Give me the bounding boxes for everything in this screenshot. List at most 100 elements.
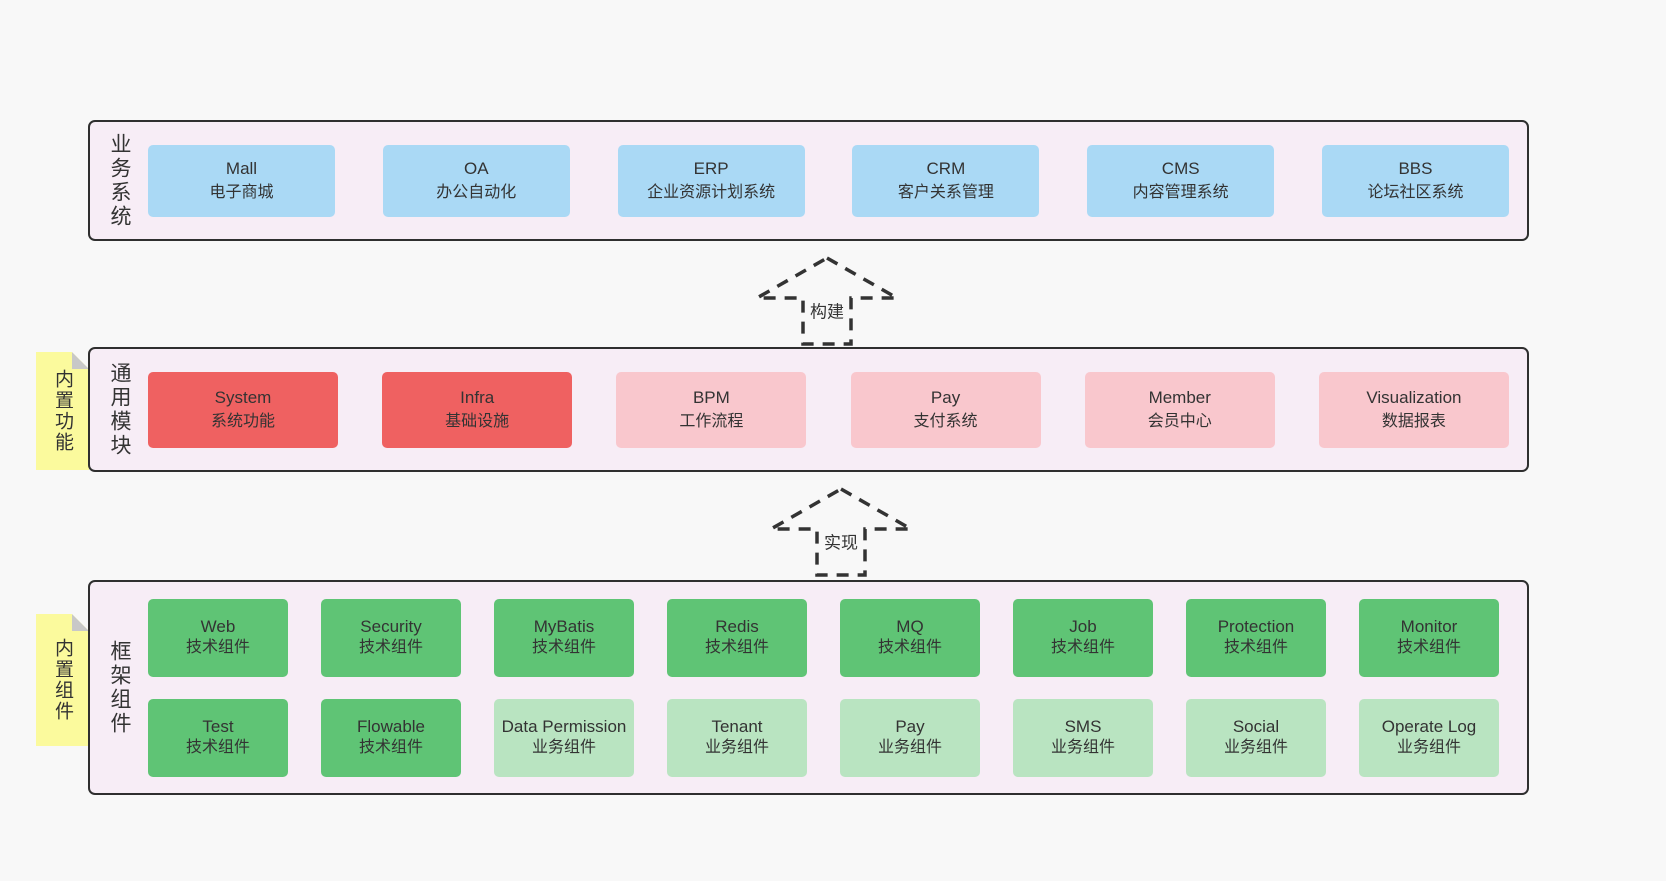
- box-tenant: Tenant 业务组件: [667, 698, 807, 777]
- box-data-permission: Data Permission 业务组件: [494, 698, 634, 777]
- sticky-note-builtin-features: 内置功能: [36, 352, 89, 470]
- layer-label-framework-components: 框架组件: [108, 639, 131, 736]
- box-subtitle: 业务组件: [531, 739, 596, 757]
- box-title: Data Permission: [501, 717, 627, 737]
- box-subtitle: 支付系统: [913, 413, 978, 431]
- note-fold-corner-icon: [72, 352, 89, 369]
- box-subtitle: 工作流程: [679, 413, 744, 431]
- box-subtitle: 技术组件: [531, 639, 596, 657]
- box-subtitle: 业务组件: [1223, 739, 1288, 757]
- box-infra: Infra 基础设施: [382, 371, 573, 448]
- box-title: Tenant: [711, 717, 763, 737]
- layer-label-business-systems: 业务系统: [108, 132, 131, 229]
- note-text: 内置功能: [52, 369, 73, 453]
- box-subtitle: 企业资源计划系统: [647, 184, 776, 202]
- box-visualization: Visualization 数据报表: [1318, 371, 1509, 448]
- arrow-implement: 实现: [766, 485, 916, 579]
- box-pay-module: Pay 支付系统: [850, 371, 1041, 448]
- box-title: MQ: [896, 617, 924, 637]
- box-title: MyBatis: [533, 617, 595, 637]
- box-title: Job: [1069, 617, 1097, 637]
- box-protection: Protection 技术组件: [1186, 598, 1326, 677]
- box-subtitle: 业务组件: [704, 739, 769, 757]
- box-title: System: [214, 387, 272, 407]
- box-flowable: Flowable 技术组件: [321, 698, 461, 777]
- box-title: CRM: [926, 158, 966, 178]
- framework-components-boxes: Web 技术组件 Security 技术组件 MyBatis 技术组件 Redi…: [148, 582, 1527, 793]
- box-subtitle: 系统功能: [210, 413, 275, 431]
- box-subtitle: 论坛社区系统: [1367, 184, 1464, 202]
- box-title: SMS: [1064, 717, 1102, 737]
- arrow-up-icon: [752, 255, 902, 346]
- box-redis: Redis 技术组件: [667, 598, 807, 677]
- arrow-build-label: 构建: [806, 296, 848, 324]
- box-oa: OA 办公自动化: [382, 144, 570, 217]
- box-title: Member: [1148, 387, 1211, 407]
- box-subtitle: 业务组件: [1396, 739, 1461, 757]
- box-title: BBS: [1398, 158, 1433, 178]
- box-bbs: BBS 论坛社区系统: [1321, 144, 1509, 217]
- business-systems-boxes: Mall 电子商城 OA 办公自动化 ERP 企业资源计划系统 CRM 客户关系…: [148, 122, 1527, 239]
- box-subtitle: 技术组件: [1396, 639, 1461, 657]
- box-title: Redis: [715, 617, 759, 637]
- box-title: Web: [200, 617, 236, 637]
- box-title: Social: [1232, 717, 1280, 737]
- box-crm: CRM 客户关系管理: [852, 144, 1040, 217]
- box-subtitle: 技术组件: [185, 739, 250, 757]
- box-web: Web 技术组件: [148, 598, 288, 677]
- box-subtitle: 业务组件: [877, 739, 942, 757]
- note-text: 内置组件: [52, 638, 73, 722]
- box-subtitle: 数据报表: [1381, 413, 1446, 431]
- box-subtitle: 技术组件: [877, 639, 942, 657]
- box-subtitle: 基础设施: [445, 413, 510, 431]
- box-subtitle: 技术组件: [358, 739, 423, 757]
- box-mq: MQ 技术组件: [840, 598, 980, 677]
- box-title: Operate Log: [1381, 717, 1477, 737]
- note-fold-corner-icon: [72, 614, 89, 631]
- box-bpm: BPM 工作流程: [616, 371, 807, 448]
- box-social: Social 业务组件: [1186, 698, 1326, 777]
- arrow-up-icon: [766, 486, 916, 577]
- box-job: Job 技术组件: [1013, 598, 1153, 677]
- box-subtitle: 技术组件: [358, 639, 423, 657]
- box-subtitle: 技术组件: [1223, 639, 1288, 657]
- box-operate-log: Operate Log 业务组件: [1359, 698, 1499, 777]
- box-title: Protection: [1217, 617, 1295, 637]
- box-subtitle: 会员中心: [1147, 413, 1212, 431]
- layer-common-modules: 通用模块 System 系统功能 Infra 基础设施 BPM 工作流程 Pay…: [88, 347, 1529, 472]
- box-monitor: Monitor 技术组件: [1359, 598, 1499, 677]
- box-subtitle: 办公自动化: [436, 184, 517, 202]
- arrow-implement-label: 实现: [820, 527, 862, 555]
- box-member: Member 会员中心: [1084, 371, 1275, 448]
- box-title: Monitor: [1400, 617, 1458, 637]
- box-subtitle: 技术组件: [704, 639, 769, 657]
- box-cms: CMS 内容管理系统: [1087, 144, 1275, 217]
- box-mybatis: MyBatis 技术组件: [494, 598, 634, 677]
- box-system: System 系统功能: [148, 371, 338, 448]
- box-pay-component: Pay 业务组件: [840, 698, 980, 777]
- arrow-build: 构建: [752, 254, 902, 348]
- box-title: OA: [464, 158, 489, 178]
- box-title: BPM: [692, 387, 730, 407]
- box-test: Test 技术组件: [148, 698, 288, 777]
- common-modules-boxes: System 系统功能 Infra 基础设施 BPM 工作流程 Pay 支付系统…: [148, 349, 1527, 470]
- box-security: Security 技术组件: [321, 598, 461, 677]
- box-title: Test: [202, 717, 234, 737]
- box-title: Infra: [460, 387, 495, 407]
- box-subtitle: 内容管理系统: [1132, 184, 1229, 202]
- box-subtitle: 技术组件: [185, 639, 250, 657]
- box-title: Security: [360, 617, 422, 637]
- box-title: CMS: [1161, 158, 1200, 178]
- box-mall: Mall 电子商城: [148, 144, 335, 217]
- layer-business-systems: 业务系统 Mall 电子商城 OA 办公自动化 ERP 企业资源计划系统 CRM…: [88, 120, 1529, 241]
- box-sms: SMS 业务组件: [1013, 698, 1153, 777]
- box-title: Pay: [930, 387, 961, 407]
- sticky-note-builtin-components: 内置组件: [36, 614, 89, 746]
- box-title: Flowable: [356, 717, 426, 737]
- box-title: Mall: [225, 158, 258, 178]
- box-subtitle: 客户关系管理: [897, 184, 994, 202]
- box-erp: ERP 企业资源计划系统: [617, 144, 805, 217]
- box-subtitle: 电子商城: [209, 184, 274, 202]
- layer-framework-components: 框架组件 Web 技术组件 Security 技术组件 MyBatis 技术组件…: [88, 580, 1529, 795]
